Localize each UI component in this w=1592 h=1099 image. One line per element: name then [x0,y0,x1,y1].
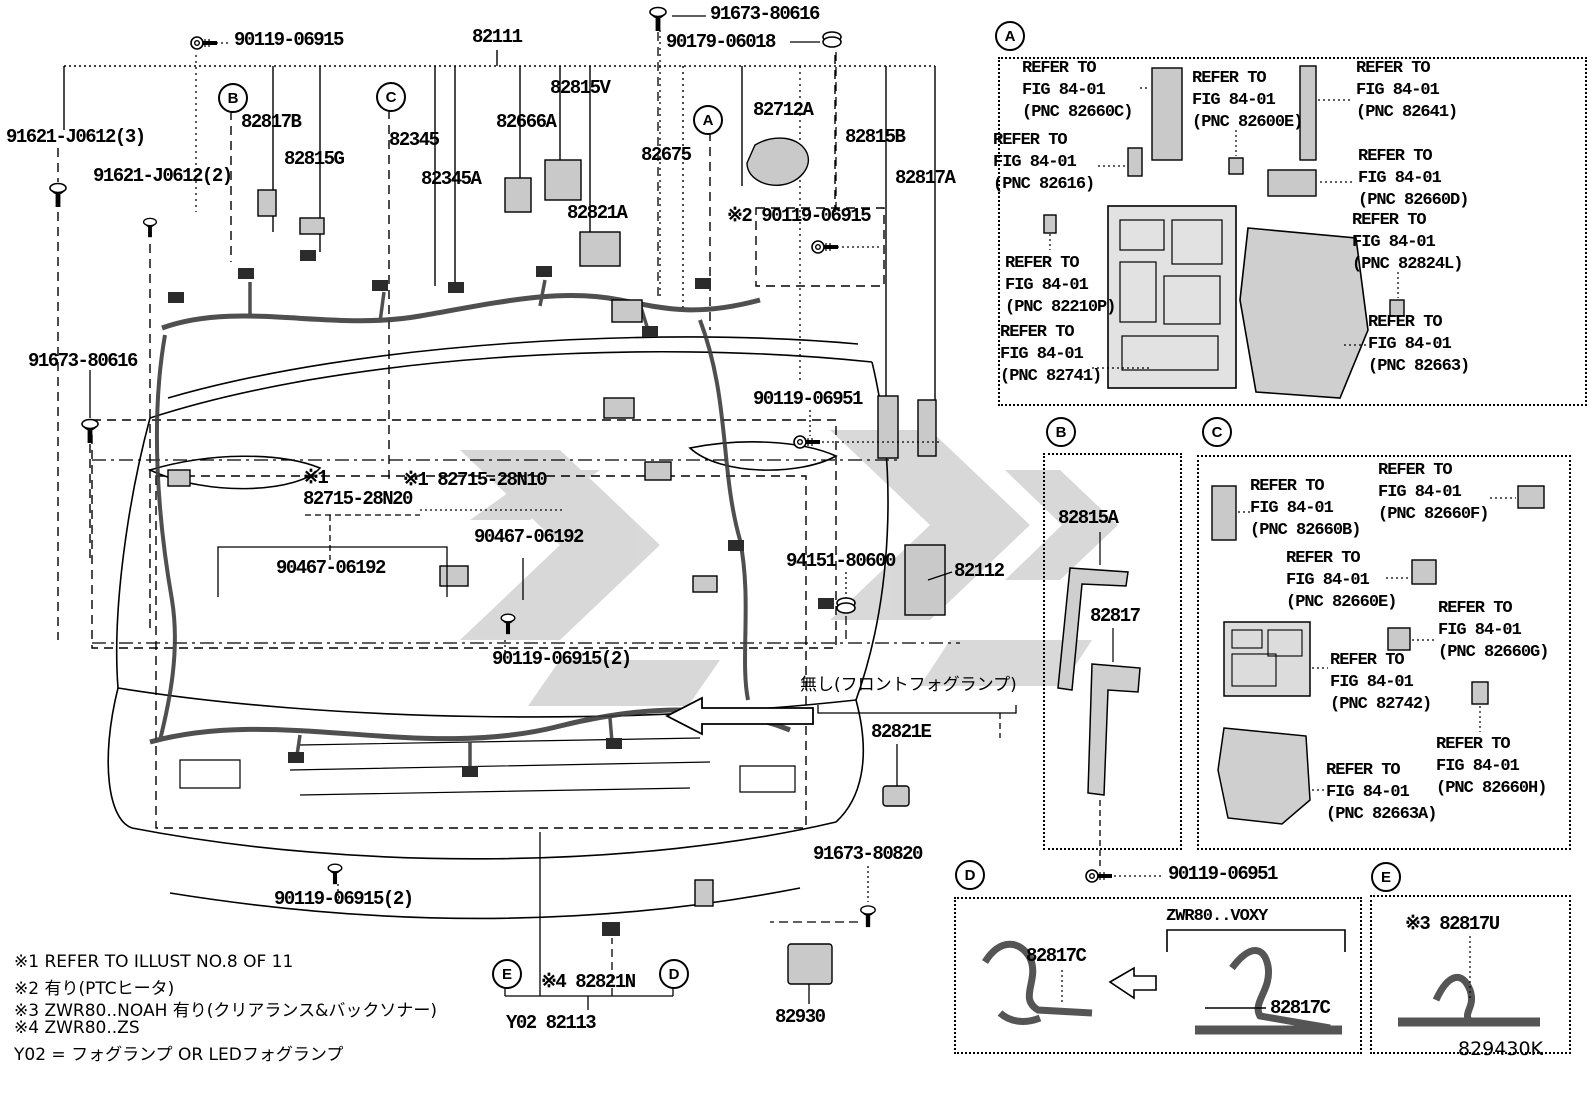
callout-circle-b: B [218,83,248,113]
inset-box-a [998,57,1587,406]
inset-d-letter: D [955,860,985,890]
part-label: 82345A [421,168,482,190]
inset-a-parts [1043,65,1405,399]
footnote-4: ※4 ZWR80..ZS [14,1018,140,1038]
ref-label: REFER TO FIG 84-01 (PNC 82210P) [1005,254,1116,318]
part-label: 90119-06951 [753,388,863,410]
part-label: 82666A [496,111,557,133]
ref-label: REFER TO FIG 84-01 (PNC 82660B) [1250,477,1361,541]
part-label: Y02 82113 [506,1012,597,1034]
part-label: 82675 [641,144,692,166]
connectors [167,137,946,985]
variant-label: ZWR80..VOXY [1166,907,1268,926]
no-foglamp-note: 無し(フロントフォグランプ) [800,675,1017,695]
ref-label: REFER TO FIG 84-01 (PNC 82824L) [1352,211,1463,275]
figure-code: 829430K [1458,1038,1543,1060]
inset-d-parts [982,929,1346,1035]
part-label: 82345 [389,129,440,151]
part-label: ※1 82715-28N20 [303,467,413,510]
part-label: 82712A [753,99,814,121]
part-label: 90179-06018 [666,31,776,53]
ref-label: REFER TO FIG 84-01 (PNC 82616) [993,131,1095,195]
part-label: 82815V [550,77,611,99]
inset-c-letter: C [1202,417,1232,447]
part-label: 90119-06915(2) [274,888,414,910]
part-label: 82815A [1058,507,1119,529]
part-label: 91673-80616 [710,3,820,25]
ref-label: REFER TO FIG 84-01 (PNC 82600E) [1192,69,1303,133]
footnote-1: ※1 REFER TO ILLUST NO.8 OF 11 [14,952,294,972]
ref-label: REFER TO FIG 84-01 (PNC 82660H) [1436,735,1547,799]
inset-box-d [954,897,1362,1054]
part-label: 91673-80820 [813,843,923,865]
ref-label: REFER TO FIG 84-01 (PNC 82660D) [1358,147,1469,211]
part-label: ※4 82821N [541,971,636,993]
footnote-5: Y02 = フォグランプ OR LEDフォグランプ [14,1045,344,1065]
part-label: 82821E [871,721,932,743]
ref-label: REFER TO FIG 84-01 (PNC 82660F) [1378,461,1489,525]
footnote-3: ※3 ZWR80..NOAH 有り(クリアランス&バックソナー) [14,1001,437,1021]
ref-label: REFER TO FIG 84-01 (PNC 82660E) [1286,549,1397,613]
inset-box-b [1043,453,1182,850]
part-label: ※1 82715-28N10 [403,469,548,491]
callout-circle-c: C [376,82,406,112]
callout-circle-e: E [492,959,522,989]
callout-circle-a: A [693,105,723,135]
part-label: ※3 82817U [1405,913,1500,935]
part-label: 82111 [472,26,523,48]
inset-e-letter: E [1371,862,1401,892]
inset-b-parts [1057,532,1141,796]
part-label: 90119-06915(2) [492,648,632,670]
ref-label: REFER TO FIG 84-01 (PNC 82660G) [1438,599,1549,663]
callout-circle-d: D [659,959,689,989]
inset-b-letter: B [1046,417,1076,447]
part-label: ※2 90119-06915 [727,205,872,227]
inset-e-parts [1398,936,1540,1027]
part-label: 90119-06951 [1168,863,1278,885]
footnote-2: ※2 有り(PTCヒータ) [14,979,175,999]
part-label: 82821A [567,202,628,224]
part-label: 82817C [1026,945,1087,967]
ref-label: REFER TO FIG 84-01 (PNC 82641) [1356,59,1458,123]
inset-box-c [1197,455,1571,850]
part-label: 90119-06915 [234,29,344,51]
inset-a-letter: A [995,21,1025,51]
ref-label: REFER TO FIG 84-01 (PNC 82663A) [1326,761,1437,825]
inset-box-e [1370,895,1571,1054]
ref-label: REFER TO FIG 84-01 (PNC 82741) [1000,323,1102,387]
part-label: 82817A [895,167,956,189]
watermark [460,430,1118,706]
part-label: 82817C [1270,997,1331,1019]
part-label: 90467-06192 [276,557,386,579]
inset-c-parts [1211,485,1545,825]
part-label: 90467-06192 [474,526,584,548]
part-label: 82930 [775,1006,826,1028]
ref-label: REFER TO FIG 84-01 (PNC 82660C) [1022,59,1133,123]
part-label: 91621-J0612(2) [93,165,233,187]
no-foglamp-arrow [665,696,814,736]
part-label: 91621-J0612(3) [6,126,146,148]
part-label: 82815G [284,148,345,170]
part-label: 82112 [954,560,1005,582]
part-label: 94151-80600 [786,550,896,572]
part-label: 82817B [241,111,302,133]
ref-label: REFER TO FIG 84-01 (PNC 82742) [1330,651,1432,715]
part-label: 82815B [845,126,906,148]
part-label: 91673-80616 [28,350,138,372]
ref-label: REFER TO FIG 84-01 (PNC 82663) [1368,313,1470,377]
part-label: 82817 [1090,605,1141,627]
